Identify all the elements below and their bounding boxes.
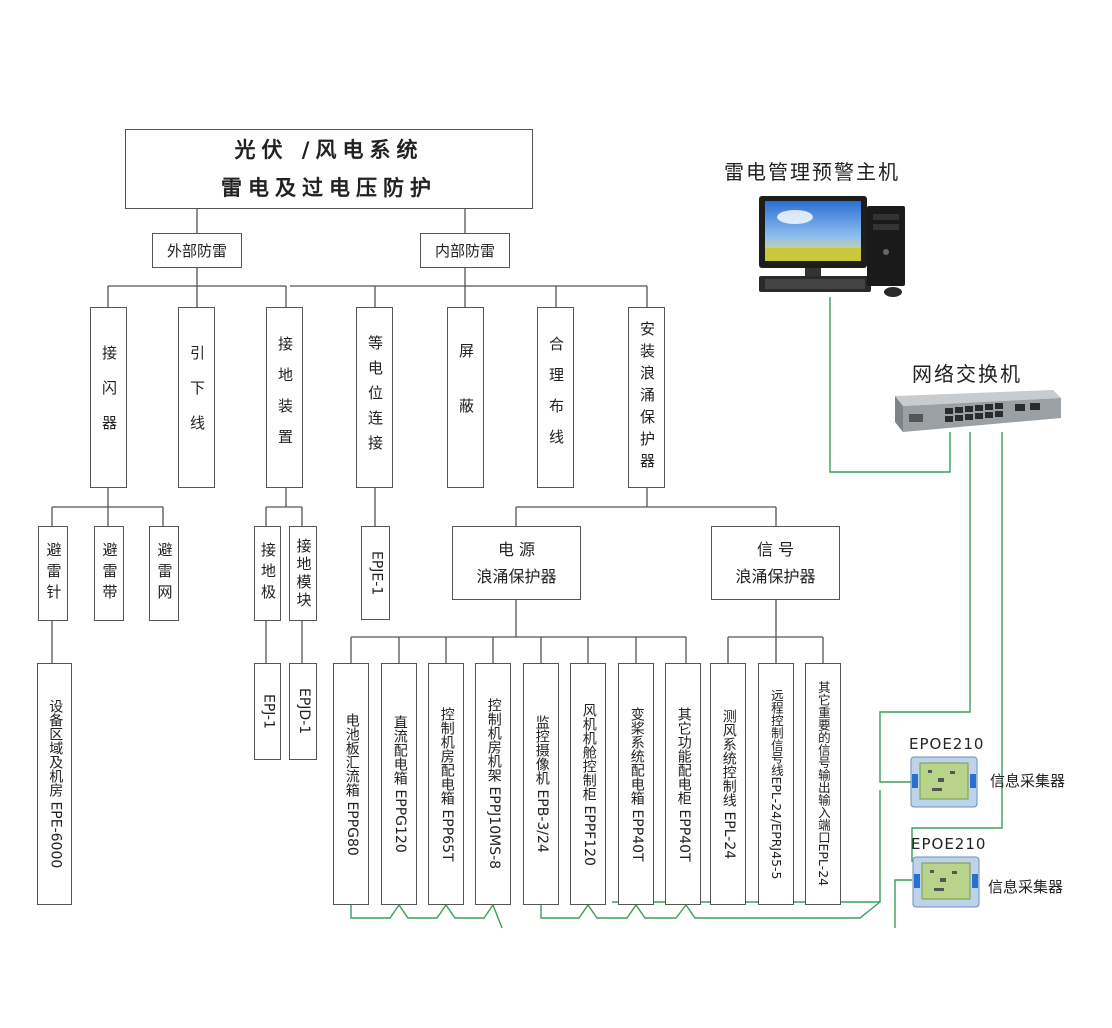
shielding-label: 屏蔽 [457,342,475,453]
signal-spd-line1: 信 号 [756,540,795,559]
grounding-device-box: 接地装置 [266,307,303,488]
power-product-2: 控制机房配电箱 EPP65T [428,663,464,905]
spd-install-box: 安装浪涌保护器 [628,307,665,488]
power-product-4: 监控摄像机 EPB-3/24 [523,663,559,905]
power-product-label: 控制机房配电箱 EPP65T [438,706,455,862]
lightning-rod-label: 避雷针 [44,542,63,605]
power-product-label: 变桨系统配电箱 EPP40T [628,706,645,862]
down-conductor-box: 引下线 [178,307,215,488]
ground-module-product-label: EPJD-1 [295,688,312,735]
collector-1-model: EPOE210 [909,735,985,753]
lightning-net-box: 避雷网 [149,526,179,621]
lightning-belt-label: 避雷带 [100,542,119,605]
root-title-line2: 雷电及过电压防护 [221,176,437,200]
power-product-7: 其它功能配电柜 EPP40T [665,663,701,905]
lightning-belt-box: 避雷带 [94,526,124,621]
signal-product-label: 其它重要的信号输出输入端口EPL-24 [815,681,831,887]
air-product-box: 设备区域及机房 EPE-6000 [37,663,72,905]
grounding-device-label: 接地装置 [276,335,294,460]
power-product-5: 风机机舱控制柜 EPPF120 [570,663,606,905]
root-title-line1: 光伏 /风电系统 [234,138,424,162]
equipotential-product-box: EPJE-1 [361,526,390,620]
desktop-computer-icon [759,196,905,297]
wiring-box: 合理布线 [537,307,574,488]
ground-electrode-product-label: EPJ-1 [260,694,277,729]
external-protection-label: 外部防雷 [166,242,227,260]
power-spd-box: 电 源 浪涌保护器 [452,526,581,600]
collector-2-label: 信息采集器 [988,878,1064,896]
down-conductor-label: 引下线 [188,345,206,450]
ground-electrode-box: 接地极 [254,526,281,621]
power-product-label: 电池板汇流箱 EPPG80 [343,712,360,856]
power-product-3: 控制机房机架 EPPJ10MS-8 [475,663,511,905]
lightning-rod-box: 避雷针 [38,526,68,621]
network-switch-icon [895,390,1061,432]
signal-product-0: 测风系统控制线 EPL-24 [710,663,746,905]
internal-protection-box: 内部防雷 [420,233,510,268]
equipotential-box: 等电位连接 [356,307,393,488]
power-product-label: 监控摄像机 EPB-3/24 [533,715,550,853]
power-product-0: 电池板汇流箱 EPPG80 [333,663,369,905]
air-terminal-box: 接闪器 [90,307,127,488]
spd-install-label: 安装浪涌保护器 [638,320,656,475]
ground-electrode-label: 接地极 [259,542,277,605]
air-product-label: 设备区域及机房 EPE-6000 [47,699,64,869]
power-product-1: 直流配电箱 EPPG120 [381,663,417,905]
monitor-host-label: 雷电管理预警主机 [724,160,900,184]
external-protection-box: 外部防雷 [152,233,242,268]
power-product-label: 控制机房机架 EPPJ10MS-8 [485,698,502,870]
signal-product-2: 其它重要的信号输出输入端口EPL-24 [805,663,841,905]
internal-protection-label: 内部防雷 [434,242,495,260]
signal-spd-box: 信 号 浪涌保护器 [711,526,840,600]
signal-product-label: 远程控制信号线EPL-24/EPRJ45-5 [768,688,784,880]
shielding-box: 屏蔽 [447,307,484,488]
collector-device-icon [910,756,978,808]
signal-product-1: 远程控制信号线EPL-24/EPRJ45-5 [758,663,794,905]
ground-module-label: 接地模块 [294,537,313,610]
power-spd-line1: 电 源 [497,540,536,559]
collector-1-label: 信息采集器 [990,772,1066,790]
wiring-label: 合理布线 [547,335,565,460]
ground-module-product-box: EPJD-1 [289,663,317,760]
network-switch-label: 网络交换机 [912,362,1022,386]
collector-device-icon [912,856,980,908]
ground-electrode-product-box: EPJ-1 [254,663,281,760]
power-spd-line2: 浪涌保护器 [476,567,557,586]
equipotential-product-label: EPJE-1 [368,550,385,596]
signal-spd-line2: 浪涌保护器 [735,567,816,586]
signal-product-label: 测风系统控制线 EPL-24 [720,708,737,860]
power-product-6: 变桨系统配电箱 EPP40T [618,663,654,905]
air-terminal-label: 接闪器 [100,345,118,450]
equipotential-label: 等电位连接 [366,335,384,460]
ground-module-box: 接地模块 [289,526,317,621]
power-product-label: 其它功能配电柜 EPP40T [675,706,692,862]
power-product-label: 直流配电箱 EPPG120 [391,715,408,853]
collector-2-model: EPOE210 [911,835,987,853]
power-product-label: 风机机舱控制柜 EPPF120 [580,702,597,866]
root-title-box: 光伏 /风电系统 雷电及过电压防护 [125,129,533,209]
lightning-net-label: 避雷网 [155,542,174,605]
